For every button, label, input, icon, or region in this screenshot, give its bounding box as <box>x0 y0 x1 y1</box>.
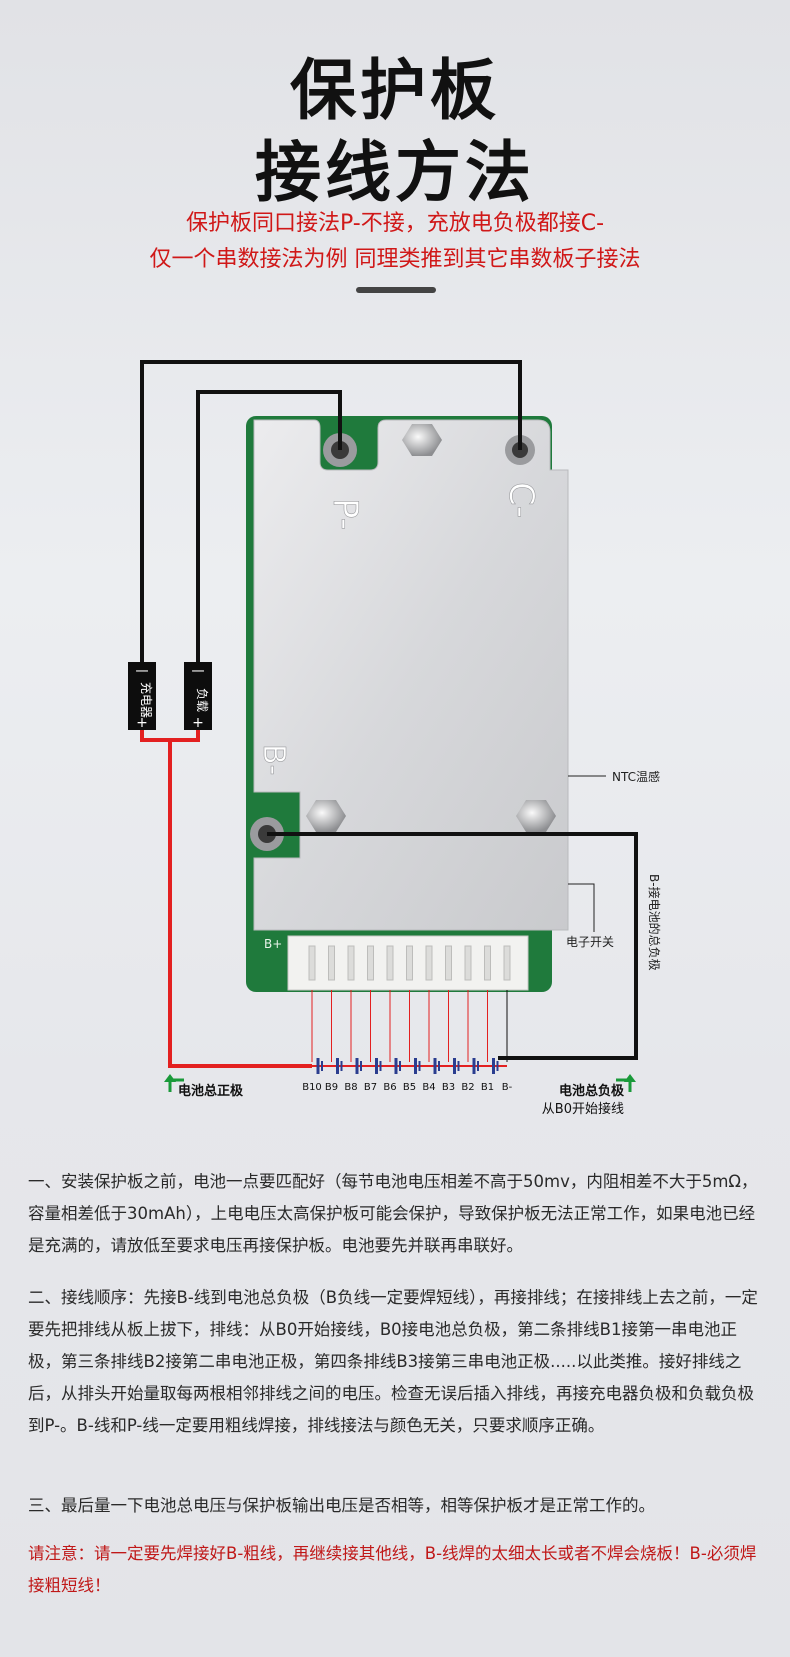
charger-tag <box>128 662 156 730</box>
pin-label-c: C- <box>501 482 541 518</box>
connector-pin <box>503 945 511 981</box>
tap-label: B2 <box>461 1082 474 1093</box>
title-divider <box>356 287 436 293</box>
load-label: 负载 <box>195 688 209 712</box>
pin-label-p: P- <box>325 498 365 530</box>
connector-pin <box>347 945 355 981</box>
charger-plus: + <box>136 715 148 731</box>
connector-pin <box>367 945 374 981</box>
tap-label: B10 <box>302 1082 322 1093</box>
connector-pin <box>445 945 452 981</box>
tap-label: B3 <box>442 1082 455 1093</box>
load-plus: + <box>192 715 204 731</box>
connector-pin <box>308 945 316 981</box>
c-minus-wire <box>140 360 522 666</box>
charger-minus: 一 <box>135 665 148 680</box>
tap-label: B- <box>502 1082 513 1093</box>
connector-pin <box>406 945 413 981</box>
hex-bolt-icon <box>306 800 346 832</box>
battery-negative-label: 电池总负极 <box>559 1083 625 1099</box>
battery-negative-sub: 从B0开始接线 <box>542 1101 624 1117</box>
b-minus-note: B-接电池的总负极 <box>647 874 662 971</box>
pcb-mark-text: B+ <box>264 937 282 951</box>
hex-bolt-icon <box>516 800 556 832</box>
load-tag <box>184 662 212 730</box>
instruction-paragraph-3: 三、最后量一下电池总电压与保护板输出电压是否相等，相等保护板才是正常工作的。 <box>28 1496 655 1515</box>
battery-positive-label: 电池总正极 <box>178 1083 244 1099</box>
tap-label: B1 <box>481 1082 494 1093</box>
instruction-paragraph-2: 二、接线顺序：先接B-线到电池总负极（B负线一定要焊短线），再接排线；在接排线上… <box>28 1288 758 1435</box>
page-title-line1: 保护板 <box>290 52 500 129</box>
pin-label-b: B- <box>256 744 291 775</box>
warning-note: 请注意：请一定要先焊接好B-粗线，再继续接其他线，B-线焊的太细太长或者不焊会烧… <box>28 1544 757 1595</box>
subtitle-line1: 保护板同口接法P-不接，充放电负极都接C- <box>185 211 605 236</box>
hex-bolt-icon <box>402 424 442 456</box>
connector-pin <box>425 945 433 981</box>
wiring-diagram: B+ P- C- B- 一 充电器 + 一 负载 + NTC温感 电子开关 B-… <box>128 360 662 1117</box>
tap-label: B6 <box>383 1082 396 1093</box>
subtitle-line2: 仅一个串数接法为例 同理类推到其它串数板子接法 <box>149 247 641 272</box>
load-minus: 一 <box>191 665 204 680</box>
switch-label: 电子开关 <box>566 935 614 949</box>
battery-positive-wire <box>168 740 312 1068</box>
connector-pin <box>464 945 472 981</box>
connector-pin <box>328 945 335 981</box>
tap-label: B8 <box>344 1082 357 1093</box>
b-minus-wire <box>267 832 638 1060</box>
instruction-paragraph-1: 一、安装保护板之前，电池一点要匹配好（每节电池电压相差不高于50mv，内阻相差不… <box>28 1172 758 1255</box>
p-minus-wire <box>196 390 342 666</box>
tap-label: B4 <box>422 1082 435 1093</box>
connector-pin <box>484 945 491 981</box>
tap-label: B7 <box>364 1082 377 1093</box>
tap-label: B5 <box>403 1082 416 1093</box>
connector-pin <box>386 945 394 981</box>
tap-label: B9 <box>325 1082 338 1093</box>
page-title-line2: 接线方法 <box>255 134 535 211</box>
charger-label: 充电器 <box>139 682 154 718</box>
ntc-label: NTC温感 <box>612 769 660 784</box>
